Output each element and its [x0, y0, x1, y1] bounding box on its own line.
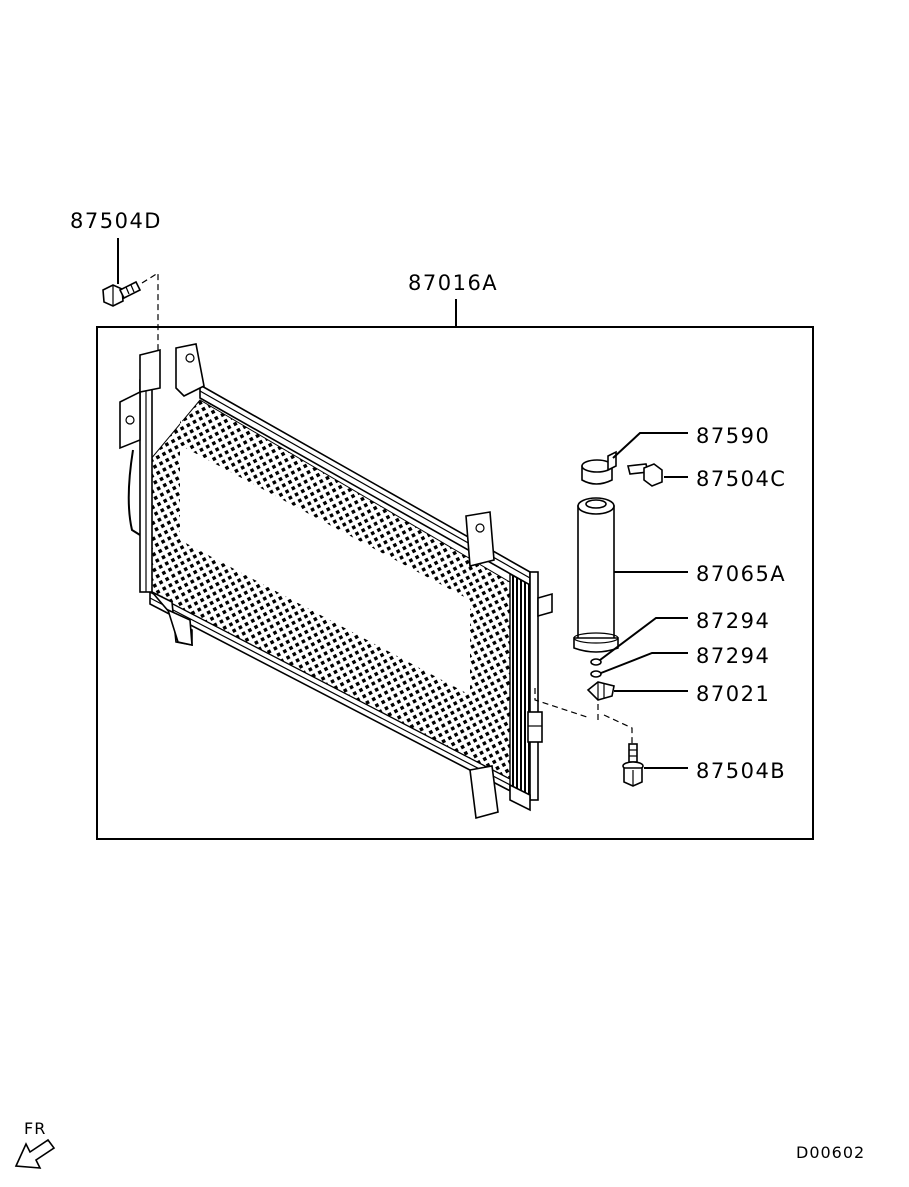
label-bolt-bracket[interactable]: 87504C — [696, 467, 786, 491]
o-ring-upper-icon[interactable] — [590, 658, 602, 666]
guide-bolt-bottom-2 — [603, 714, 633, 744]
leader-o-ring-lower — [600, 652, 688, 674]
front-arrow-icon — [14, 1138, 56, 1169]
label-o-ring-upper[interactable]: 87294 — [696, 609, 770, 633]
guide-bolt-top-left — [141, 271, 159, 383]
label-o-ring-lower[interactable]: 87294 — [696, 644, 770, 668]
fr-marker-label: FR — [24, 1119, 46, 1138]
bolt-top-left-icon[interactable] — [102, 280, 142, 307]
label-receiver-drier[interactable]: 87065A — [696, 562, 786, 586]
leader-bracket-clamp — [612, 432, 688, 459]
bolt-bottom-icon[interactable] — [622, 743, 644, 787]
label-bracket-clamp[interactable]: 87590 — [696, 424, 770, 448]
leader-o-ring-upper — [599, 617, 688, 661]
receiver-drier-icon[interactable] — [573, 497, 619, 653]
drawing-code: D00602 — [796, 1143, 865, 1162]
guide-plug — [534, 688, 591, 719]
bolt-bracket-icon[interactable] — [627, 463, 663, 487]
label-condenser-assembly[interactable]: 87016A — [408, 271, 498, 295]
condenser-core-icon[interactable] — [119, 343, 553, 820]
label-plug[interactable]: 87021 — [696, 682, 770, 706]
label-bolt-top-left[interactable]: 87504D — [70, 209, 162, 233]
label-bolt-bottom[interactable]: 87504B — [696, 759, 786, 783]
plug-icon[interactable] — [586, 681, 615, 701]
o-ring-lower-icon[interactable] — [590, 670, 602, 678]
bracket-clamp-icon[interactable] — [581, 450, 617, 485]
